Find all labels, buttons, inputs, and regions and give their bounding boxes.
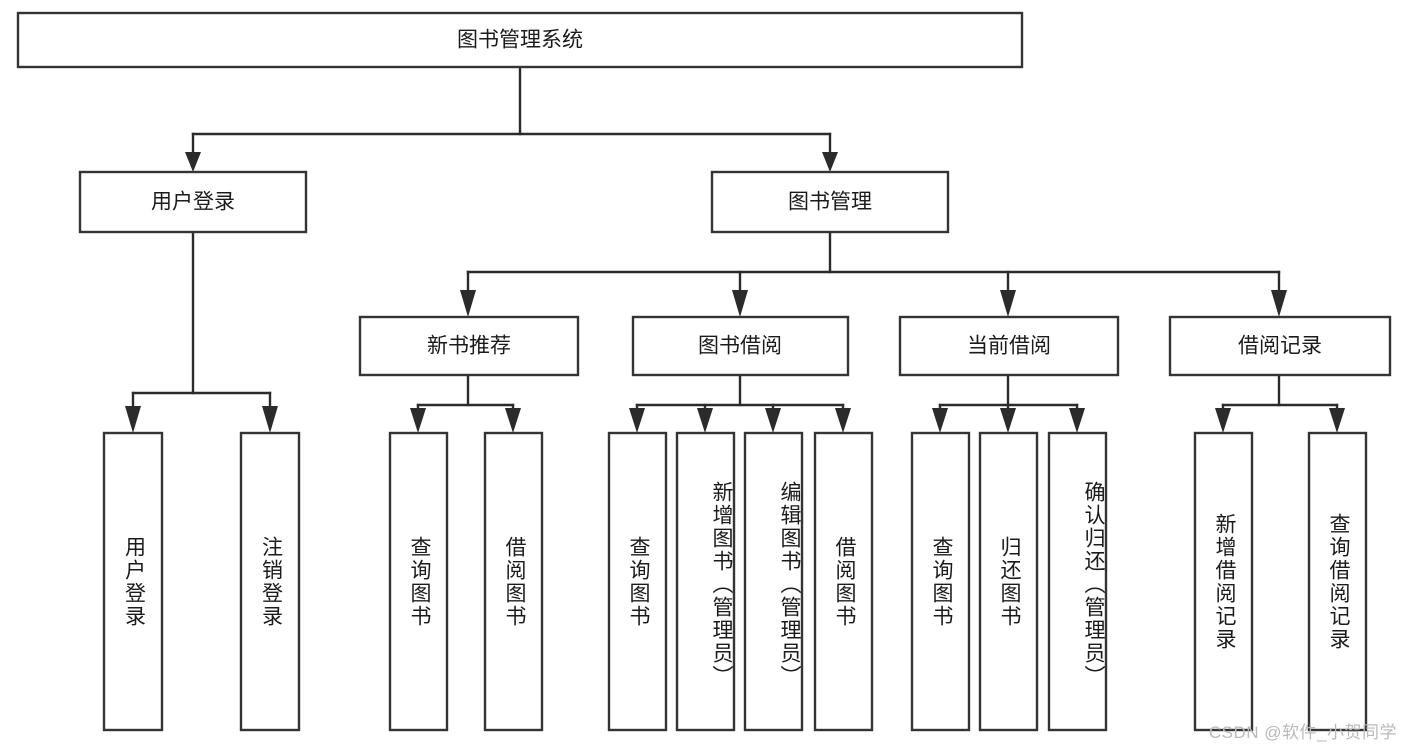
node-leaf-borrow-book-recommend[interactable] <box>483 431 544 732</box>
arrowhead-borrowrecord-leaf-2 <box>1329 408 1345 433</box>
edges-book-manage-to-level3 <box>460 230 1287 317</box>
arrowhead-newbook-leaf-2 <box>505 408 521 433</box>
node-current-borrow[interactable] <box>898 315 1120 377</box>
arrowhead-currentborrow-leaf-3 <box>1069 408 1085 433</box>
node-leaf-add-book-admin[interactable] <box>675 431 736 732</box>
node-leaf-borrow-book[interactable] <box>813 431 874 732</box>
arrowhead-leaf-logout <box>262 406 278 433</box>
edges-root-to-level2 <box>185 65 838 172</box>
edges-user-login-to-leaves <box>125 230 278 433</box>
node-leaf-return-book[interactable] <box>978 431 1039 732</box>
arrowhead-to-new-book <box>460 290 476 317</box>
edges-newbook-to-leaves <box>410 373 521 433</box>
node-leaf-logout[interactable] <box>239 431 301 732</box>
arrowhead-to-book-borrow <box>732 290 748 317</box>
edges-bookborrow-to-leaves <box>629 373 851 433</box>
node-user-login[interactable] <box>78 170 308 234</box>
arrowhead-borrowrecord-leaf-1 <box>1215 408 1231 433</box>
node-leaf-query-book-borrow[interactable] <box>607 431 668 732</box>
node-leaf-query-borrow-record[interactable] <box>1307 431 1368 732</box>
edges-currentborrow-to-leaves <box>932 373 1085 433</box>
node-root-book-management-system[interactable] <box>16 11 1024 69</box>
arrowhead-to-book-manage <box>822 152 838 172</box>
arrowhead-leaf-user-login <box>125 406 141 433</box>
node-borrow-record[interactable] <box>1168 315 1392 377</box>
node-leaf-confirm-return-admin[interactable] <box>1047 431 1108 732</box>
node-leaf-query-book-current[interactable] <box>910 431 971 732</box>
arrowhead-bookborrow-leaf-4 <box>835 408 851 433</box>
node-book-borrow-label: 图书借阅 <box>698 335 782 358</box>
node-new-book-recommend-label: 新书推荐 <box>427 335 511 358</box>
node-user-login-label: 用户登录 <box>151 191 235 214</box>
arrowhead-bookborrow-leaf-2 <box>697 408 713 433</box>
node-book-management[interactable] <box>710 170 950 234</box>
node-leaf-user-login[interactable] <box>102 431 164 732</box>
node-book-management-label: 图书管理 <box>788 191 872 214</box>
arrowhead-currentborrow-leaf-1 <box>932 408 948 433</box>
node-root-label: 图书管理系统 <box>457 29 583 52</box>
arrowhead-to-current-borrow <box>1000 290 1016 317</box>
arrowhead-bookborrow-leaf-1 <box>629 408 645 433</box>
arrowhead-bookborrow-leaf-3 <box>765 408 781 433</box>
node-current-borrow-label: 当前借阅 <box>967 335 1051 358</box>
arrowhead-to-borrow-record <box>1271 290 1287 317</box>
node-leaf-add-borrow-record[interactable] <box>1193 431 1254 732</box>
node-leaf-edit-book-admin[interactable] <box>743 431 804 732</box>
csdn-watermark: CSDN @软件_小贺同学 <box>1208 723 1397 742</box>
node-new-book-recommend[interactable] <box>358 315 580 377</box>
edges-borrowrecord-to-leaves <box>1215 373 1345 433</box>
node-leaf-query-book-recommend[interactable] <box>388 431 449 732</box>
node-book-borrow[interactable] <box>631 315 850 377</box>
node-borrow-record-label: 借阅记录 <box>1238 335 1322 358</box>
arrowhead-newbook-leaf-1 <box>410 408 426 433</box>
arrowhead-currentborrow-leaf-2 <box>1000 408 1016 433</box>
arrowhead-to-user-login <box>185 152 201 172</box>
